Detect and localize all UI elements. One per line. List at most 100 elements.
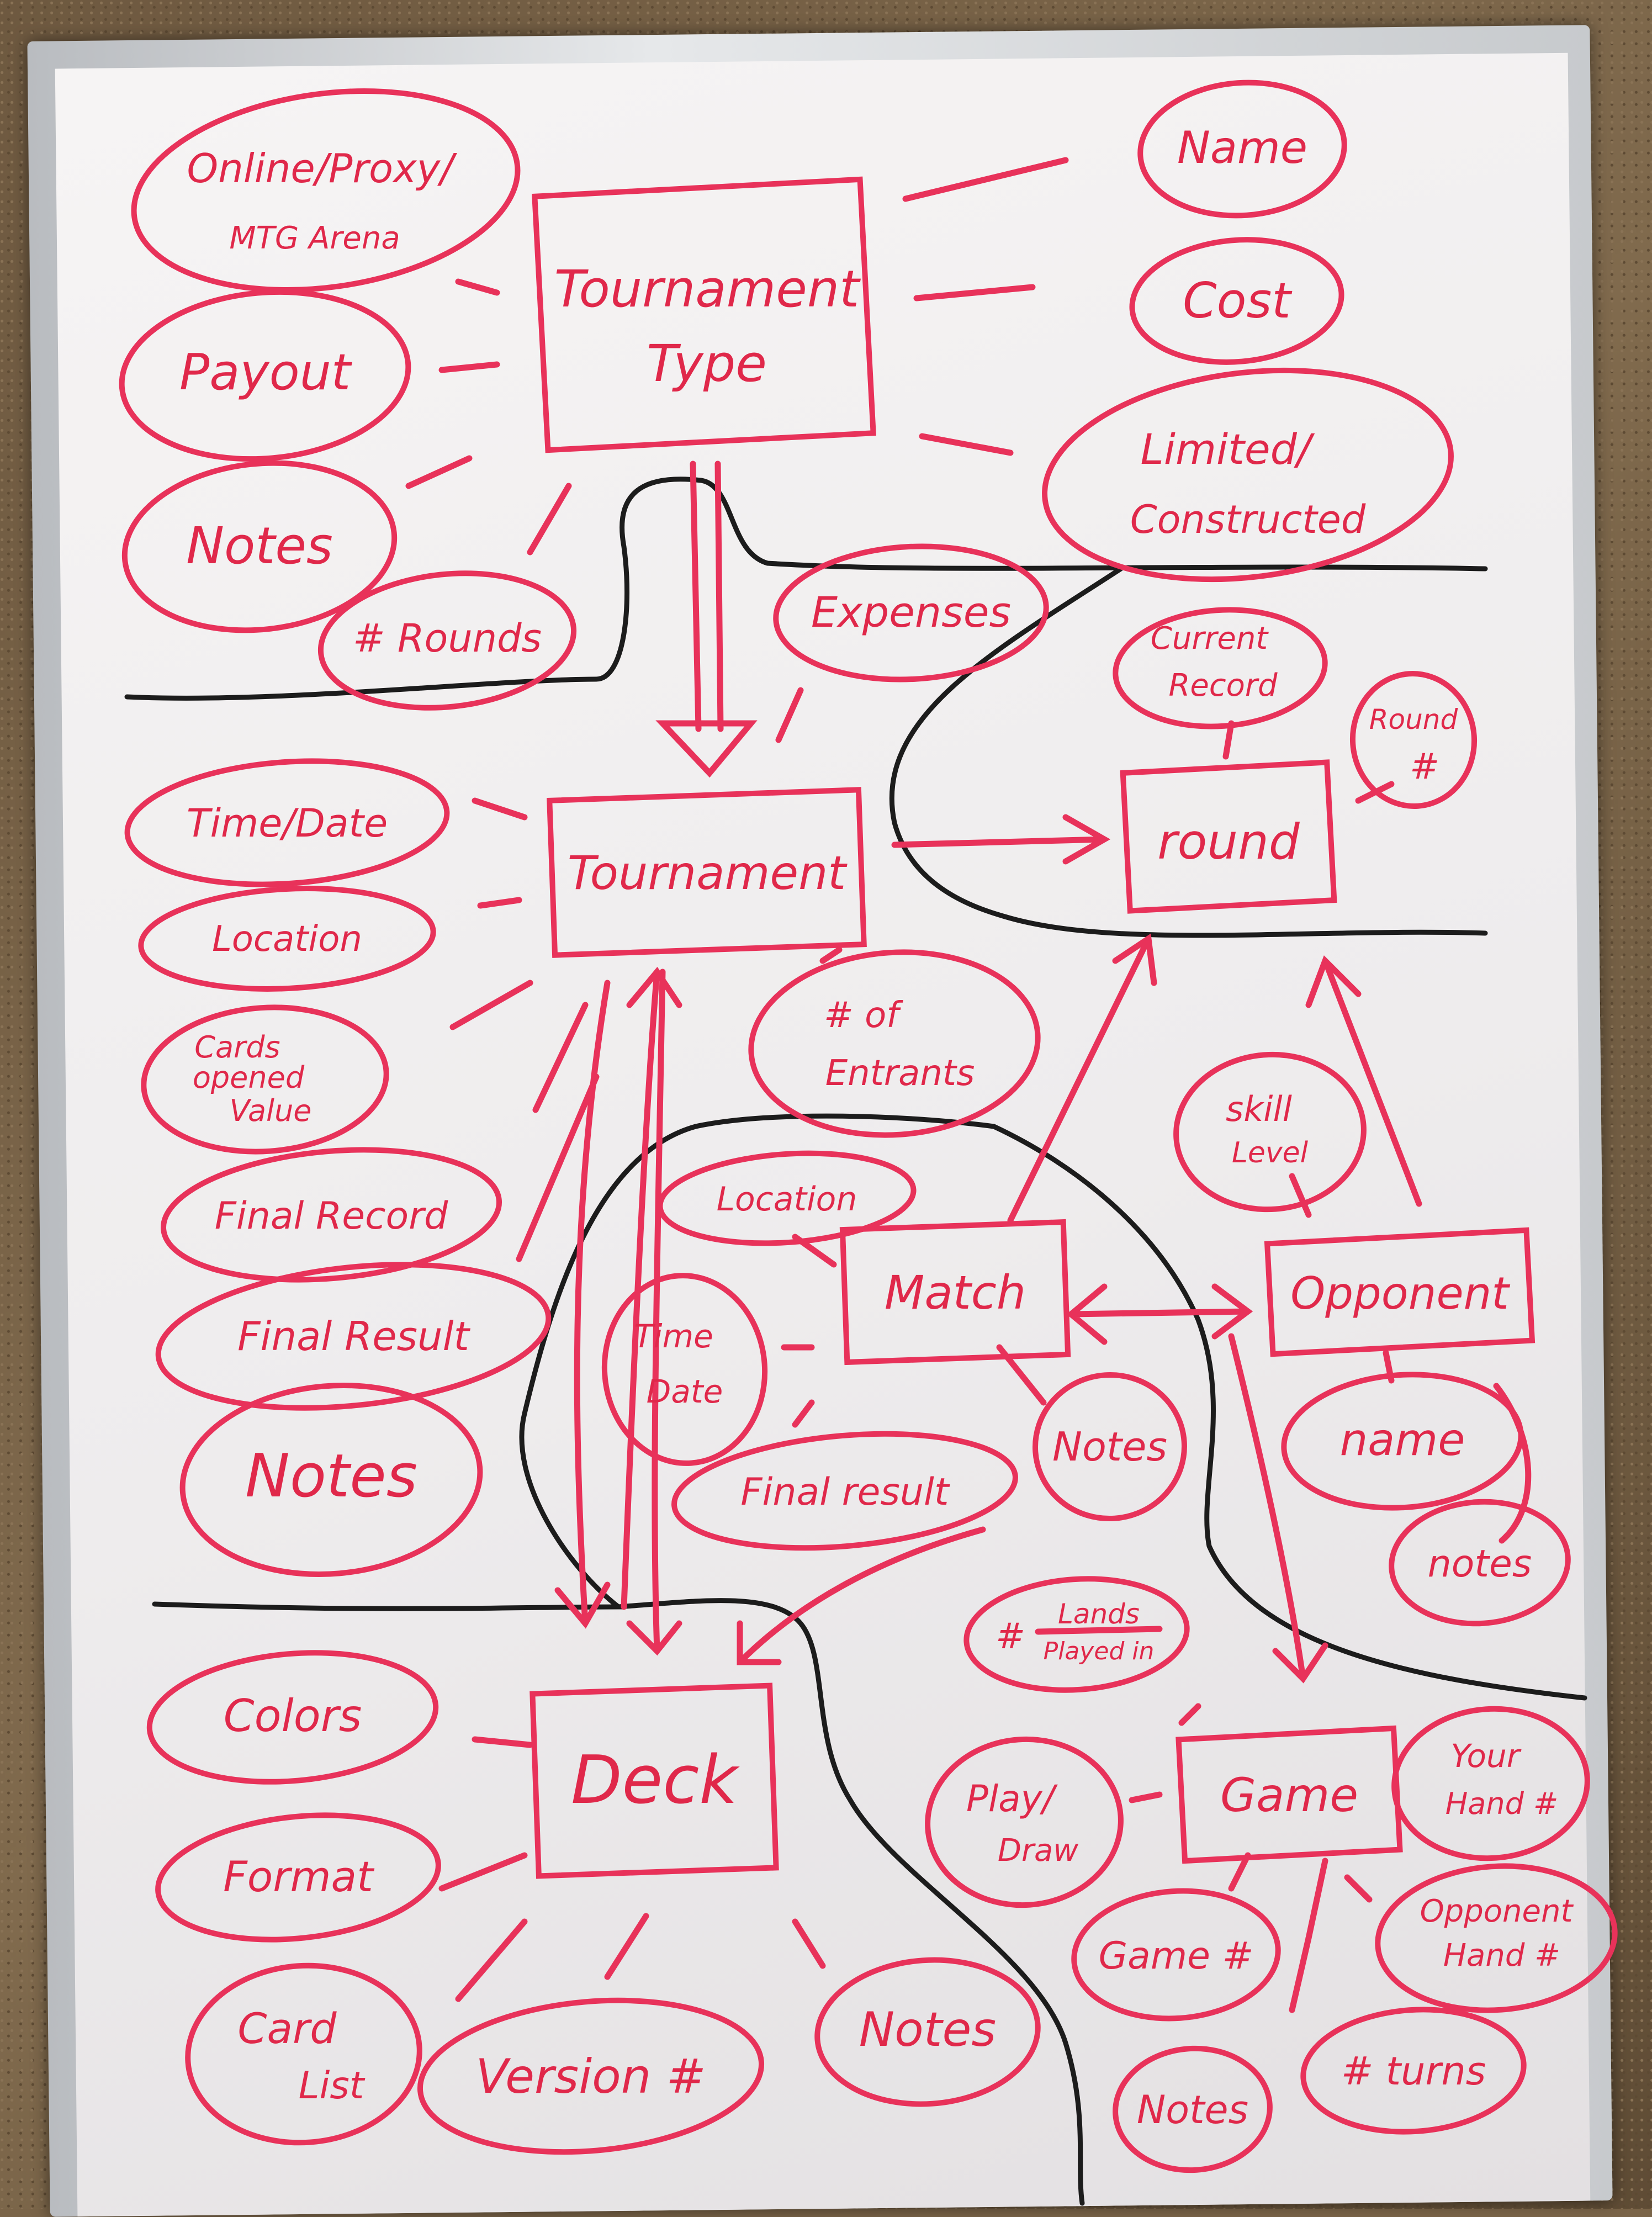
attr-match-final-result: Final result [671,1431,1018,1551]
svg-text:Record: Record [1169,668,1278,703]
svg-text:Played in: Played in [1044,1637,1155,1665]
entity-round: round [1120,759,1337,914]
entity-tournament-type: Tournament Type [532,176,876,453]
attr-play-draw: Play/ Draw [925,1736,1124,1908]
divider-top [124,477,1488,701]
svg-text:Location: Location [717,1180,857,1219]
svg-text:Your: Your [1450,1737,1521,1775]
svg-text:Version #: Version # [475,2049,706,2104]
entity-game: Game [1176,1725,1403,1864]
attr-format: Format [155,1812,441,1943]
svg-text:Notes: Notes [186,516,333,575]
svg-text:Game #: Game # [1098,1934,1253,1978]
deck-label: Deck [571,1742,740,1819]
svg-text:Time/Date: Time/Date [187,801,388,846]
game-label: Game [1220,1768,1358,1822]
svg-text:Limited/: Limited/ [1140,425,1315,474]
divider-center [889,566,1488,938]
connector-lines [405,157,1532,2013]
arrow-tournament-to-deck-1 [554,980,611,1629]
attr-online-proxy: Online/Proxy/ MTG Arena [131,88,521,293]
attr-current-record: Current Record [1113,607,1328,729]
attr-entrants: # of Entrants [748,949,1041,1138]
svg-text:Time: Time [634,1317,713,1355]
svg-text:skill: skill [1226,1089,1292,1129]
svg-text:Value: Value [229,1093,311,1128]
attr-game-notes: Notes [1113,2045,1273,2173]
attr-match-notes: Notes [1032,1372,1187,1522]
attr-lands-played: # Lands Played in [963,1576,1190,1693]
svg-text:# of: # of [824,995,903,1036]
svg-text:Entrants: Entrants [825,1053,975,1094]
arrow-tournament-to-deck-2 [626,969,682,1656]
svg-text:Cost: Cost [1183,272,1293,329]
attr-opponent-notes: notes [1389,1499,1571,1627]
svg-text:notes: notes [1428,1542,1532,1586]
tournament-type-label-1: Tournament [554,260,861,319]
match-label: Match [885,1266,1026,1320]
arrow-tournament-to-round [891,814,1111,865]
svg-text:Location: Location [212,919,362,960]
attr-skill-level: skill Level [1173,1051,1367,1213]
attr-opponent-hand: Opponent Hand # [1375,1863,1618,2013]
arrow-match-round [1007,933,1157,1224]
svg-text:# Rounds: # Rounds [353,616,542,661]
svg-text:Online/Proxy/: Online/Proxy/ [187,145,457,192]
attr-time-date: Time/Date [124,758,450,887]
svg-text:# turns: # turns [1341,2049,1486,2094]
opponent-label: Opponent [1290,1268,1510,1319]
attr-location: Location [138,886,436,992]
attr-match-location: Location [657,1150,917,1246]
svg-text:Notes: Notes [245,1442,417,1511]
svg-text:Notes: Notes [1052,1424,1167,1470]
attr-version: Version # [417,1997,765,2155]
attr-final-result: Final Result [155,1262,552,1411]
divider-match-left [152,1113,997,1611]
arrow-deck-tournament-up [621,966,682,1610]
attr-your-hand: Your Hand # [1391,1706,1590,1861]
svg-text:List: List [299,2064,366,2108]
svg-text:Colors: Colors [224,1690,362,1742]
black-divider-lines [124,477,1587,2206]
arrow-match-to-deck [737,1526,986,1665]
attr-match-time-date: Time Date [601,1273,768,1466]
svg-text:Final result: Final result [740,1470,950,1514]
arrow-match-opponent [1066,1283,1253,1345]
svg-text:Card: Card [237,2004,337,2053]
attr-expenses: Expenses [773,543,1049,682]
round-label: round [1157,813,1300,870]
attr-cost: Cost [1129,237,1344,365]
attr-turns: # turns [1300,2007,1527,2135]
attr-notes-tournament: Notes [179,1383,483,1577]
attr-rounds-count: # Rounds [317,570,577,711]
arrow-tournament-type-to-tournament [690,461,724,732]
svg-text:opened: opened [193,1060,305,1095]
divider-deck [616,1598,1085,2206]
entity-tournament: Tournament [547,787,867,958]
arrow-opponent-round [1305,955,1422,1207]
svg-text:Cards: Cards [194,1030,280,1065]
attr-card-list: Card List [185,1962,422,2146]
svg-text:Payout: Payout [179,343,353,401]
attr-colors: Colors [146,1650,439,1785]
svg-text:Current: Current [1151,621,1269,657]
attr-round-number: Round # [1349,671,1478,809]
svg-text:Notes: Notes [1137,2087,1248,2133]
svg-text:#: # [996,1616,1025,1657]
attr-payout: Payout [119,289,411,462]
svg-text:name: name [1340,1414,1465,1465]
attr-game-number: Game # [1071,1888,1281,2022]
attr-final-record: Final Record [160,1147,502,1283]
svg-text:Lands: Lands [1058,1598,1140,1630]
svg-text:Format: Format [223,1852,375,1901]
svg-text:Constructed: Constructed [1130,497,1366,542]
attr-name-tournament-type: Name [1137,80,1347,219]
svg-text:Play/: Play/ [966,1777,1058,1820]
relationship-arrows [554,461,1422,1684]
tournament-type-label-2: Type [647,334,767,393]
svg-text:MTG Arena: MTG Arena [229,220,400,256]
svg-text:Expenses: Expenses [811,588,1011,637]
attr-limited-constructed: Limited/ Constructed [1042,367,1454,583]
svg-text:Notes: Notes [859,2002,996,2057]
